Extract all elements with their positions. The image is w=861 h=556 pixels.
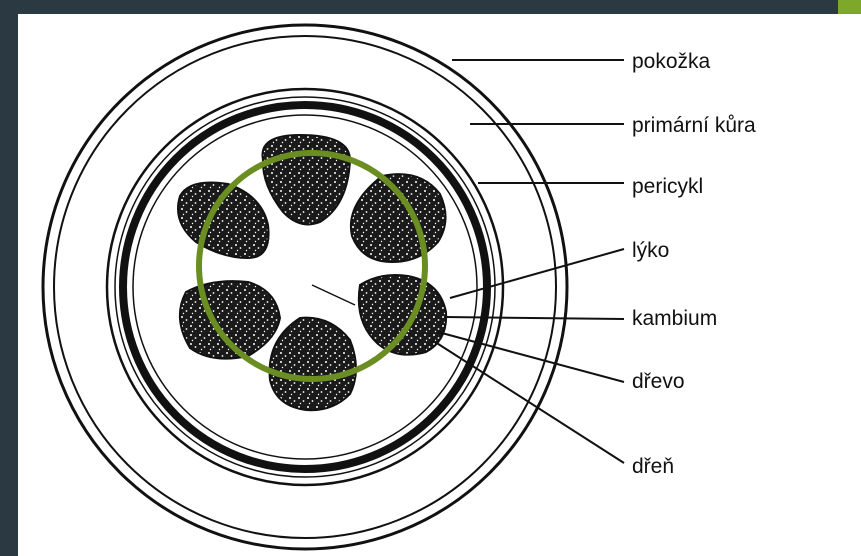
leader-line-kambium xyxy=(445,317,624,319)
vascular-bundle-bottom xyxy=(270,318,356,411)
vascular-bundle-right xyxy=(359,275,446,355)
label-pokozka: pokožka xyxy=(632,50,711,73)
vascular-bundle-top-right xyxy=(351,174,446,262)
label-primarni-kura: primární kůra xyxy=(632,114,756,137)
epidermis-inner-ring xyxy=(54,36,556,538)
label-pericykl: pericykl xyxy=(632,175,703,198)
label-lyko: lýko xyxy=(632,239,669,262)
leader-line-dren xyxy=(432,340,624,463)
vascular-bundles xyxy=(178,135,446,410)
label-dren: dřeň xyxy=(632,455,674,478)
vascular-bundle-top xyxy=(262,135,350,224)
label-kambium: kambium xyxy=(632,307,717,330)
center-pointer-line xyxy=(312,285,355,305)
label-drevo: dřevo xyxy=(632,370,685,393)
